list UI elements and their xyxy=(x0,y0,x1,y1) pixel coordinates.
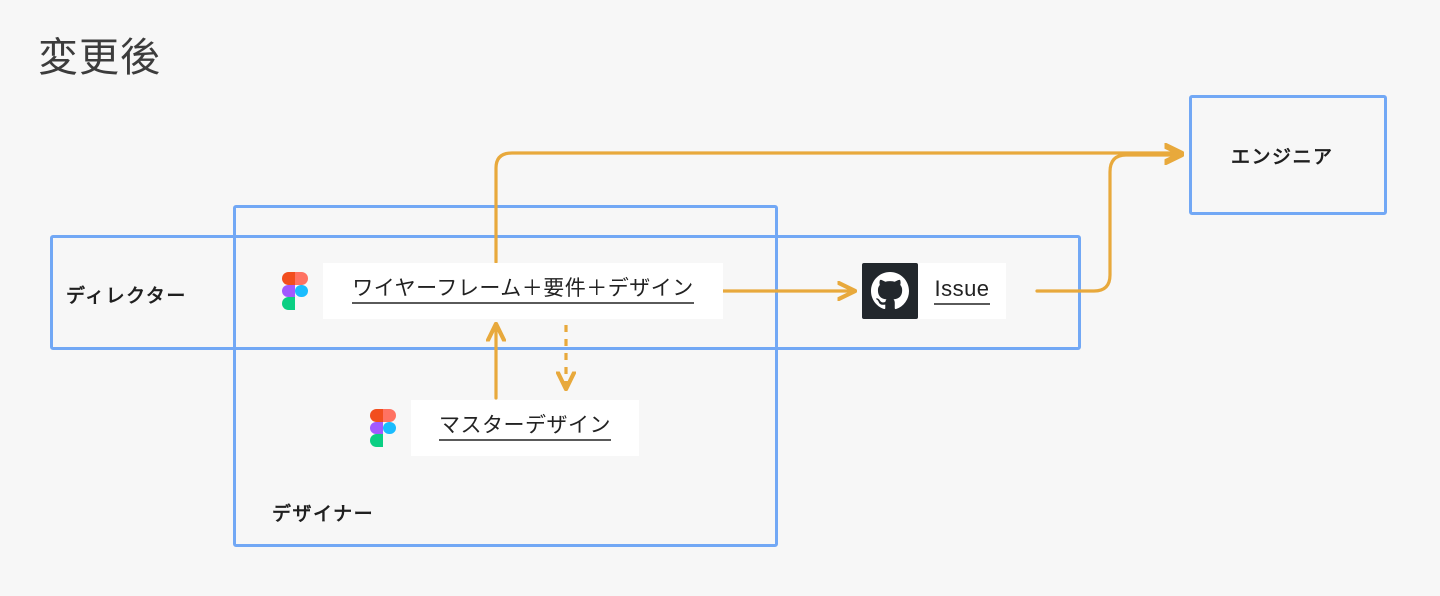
github-icon xyxy=(862,263,918,319)
group-box-engineer[interactable] xyxy=(1189,95,1387,215)
node-master-design-label-box: マスターデザイン xyxy=(411,400,639,456)
node-wireframe[interactable]: ワイヤーフレーム＋要件＋デザイン xyxy=(267,263,723,319)
group-label-director: ディレクター xyxy=(66,286,187,307)
page-title: 変更後 xyxy=(38,36,161,80)
node-wireframe-label: ワイヤーフレーム＋要件＋デザイン xyxy=(352,278,694,304)
node-master-design[interactable]: マスターデザイン xyxy=(355,400,639,456)
figma-icon xyxy=(267,263,323,319)
figma-icon xyxy=(355,400,411,456)
group-label-engineer: エンジニア xyxy=(1231,147,1334,168)
node-issue-label-box: Issue xyxy=(918,263,1006,319)
node-master-design-label: マスターデザイン xyxy=(439,415,611,441)
node-issue[interactable]: Issue xyxy=(862,263,1006,319)
group-label-designer: デザイナー xyxy=(272,504,375,525)
node-wireframe-label-box: ワイヤーフレーム＋要件＋デザイン xyxy=(323,263,723,319)
node-issue-label: Issue xyxy=(934,277,990,305)
